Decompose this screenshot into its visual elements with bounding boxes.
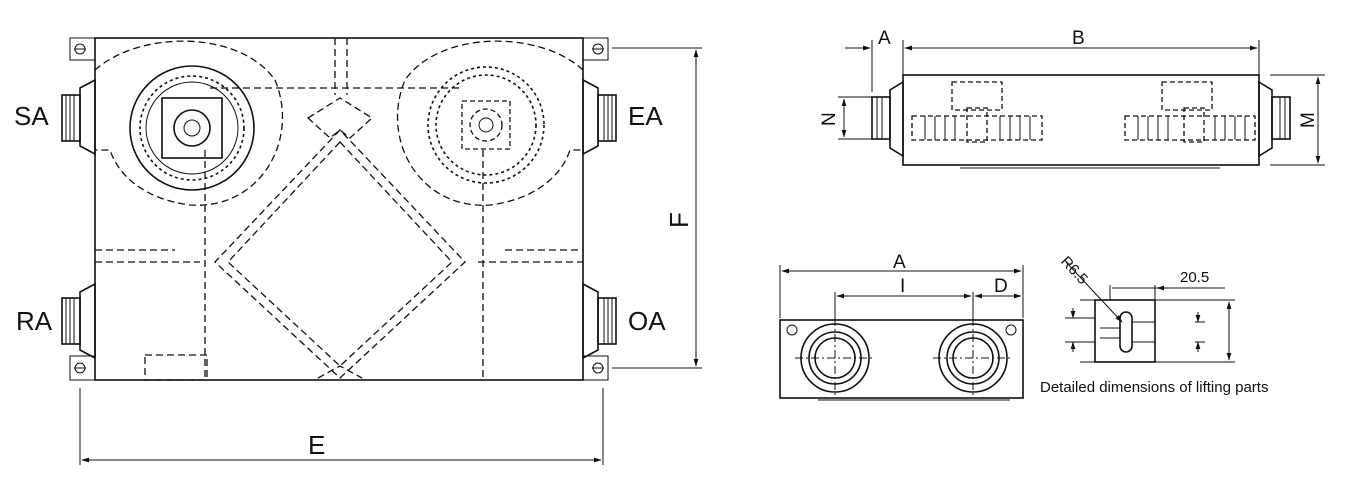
duct-collar-oa <box>582 282 617 360</box>
label-ra: RA <box>16 306 53 336</box>
side-port-left <box>795 318 875 398</box>
side-port-right <box>933 318 1013 398</box>
label-oa: OA <box>628 306 666 336</box>
drain-outlet <box>144 354 208 381</box>
lifting-slot <box>1119 311 1133 353</box>
side-dim-label-i: I <box>900 276 905 297</box>
side-dim-label-a: A <box>893 252 906 273</box>
top-dim-label-a: A <box>878 28 891 49</box>
top-dim-label-m: M <box>1298 112 1319 128</box>
fan-housing-left <box>94 40 284 206</box>
top-fan-right <box>1124 81 1256 143</box>
lifting-caption: Detailed dimensions of lifting parts <box>1040 379 1268 396</box>
duct-collar-sa <box>61 78 96 156</box>
heat-exchanger-core <box>214 97 466 379</box>
duct-collar-ra <box>61 282 96 360</box>
corner-bracket-bottom-left <box>69 355 96 381</box>
top-fan-left <box>911 81 1043 143</box>
dimension-f: F <box>612 47 702 369</box>
lift-label-radius: R6.5 <box>1057 253 1091 288</box>
corner-bracket-bottom-right <box>582 355 609 381</box>
top-dimension-a-b: A B <box>845 28 1260 92</box>
dimension-e: E <box>79 388 604 465</box>
top-casing <box>902 74 1260 166</box>
label-ea: EA <box>628 101 663 131</box>
top-dimension-m: M <box>1270 74 1325 166</box>
lifting-detail: R6.5 20.5 Detailed dimensions of lifting… <box>1040 253 1268 396</box>
duct-collar-ea <box>582 78 617 156</box>
side-casing <box>779 319 1024 399</box>
front-view: SA RA EA OA E F <box>14 37 702 465</box>
top-dimension-n: N <box>819 96 872 140</box>
dim-label-f: F <box>664 212 694 228</box>
corner-bracket-top-right <box>582 37 609 61</box>
fan-housing-right <box>396 40 584 206</box>
side-dimension-i-d: I D <box>834 276 1022 322</box>
lifting-bracket <box>1094 299 1156 363</box>
top-view: A B N M <box>819 28 1325 169</box>
casing-outline <box>94 37 584 381</box>
side-dimension-a: A <box>779 252 1024 318</box>
label-sa: SA <box>14 101 49 131</box>
corner-bracket-top-left <box>69 37 96 61</box>
fan-impeller-left <box>129 65 255 191</box>
fan-impeller-right <box>427 66 545 184</box>
top-dim-label-b: B <box>1072 28 1085 49</box>
top-dim-label-n: N <box>819 112 840 126</box>
dim-label-e: E <box>308 430 325 460</box>
side-view: A I D <box>779 252 1024 401</box>
side-dim-label-d: D <box>994 276 1008 297</box>
lift-label-width: 20.5 <box>1180 269 1209 286</box>
